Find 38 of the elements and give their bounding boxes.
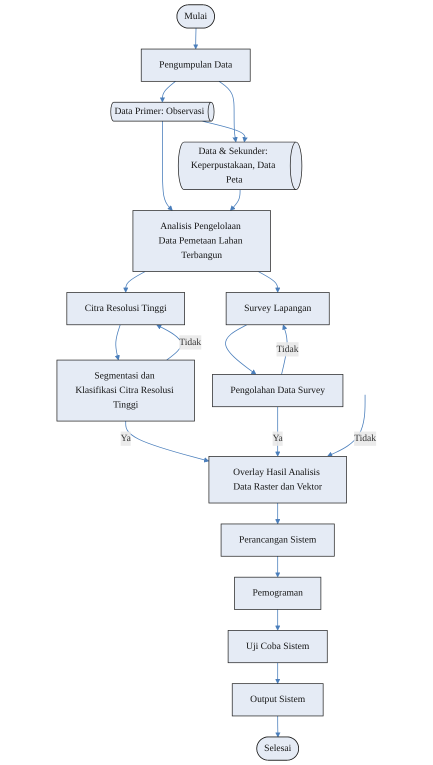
arrow [218, 80, 238, 142]
arrow [123, 271, 146, 293]
arrow [327, 394, 366, 457]
arrow [160, 80, 176, 103]
node-box: Uji Coba Sistem [228, 630, 328, 664]
node-box: Citra Resolusi Tinggi [66, 292, 185, 326]
arrow [202, 120, 248, 142]
node-box: Survey Lapangan [226, 292, 330, 326]
arrow [275, 662, 280, 684]
arrow [275, 502, 280, 524]
edge-label: Ya [120, 433, 131, 444]
arrow [230, 189, 240, 211]
node-box: Pengumpulan Data [140, 48, 251, 82]
arrow [275, 406, 280, 457]
arrow [114, 324, 121, 360]
node-box: Overlay Hasil Analisis Data Raster dan Vektor [208, 456, 347, 504]
edge-label: Tidak [179, 337, 202, 348]
node-box: Pengolahan Data Survey [212, 374, 344, 408]
arrow [275, 716, 280, 738]
arrow [125, 420, 210, 462]
arrow [162, 120, 173, 211]
node-text: Data & Sekunder: Keperpustakaan, Data Peta [190, 146, 276, 185]
node-box: Analisis Pengelolaan Data Pemetaan Lahan Terbangun [132, 210, 271, 272]
node-box: Perancangan Sistem [220, 524, 335, 557]
node-box: Segmentasi dan Klasifikasi Citra Resolusi Tinggi [56, 360, 195, 422]
edge-label: Tidak [354, 433, 376, 444]
arrow [193, 28, 198, 50]
edge-label: Ya [272, 433, 283, 444]
arrow [275, 609, 280, 631]
arrow [225, 324, 256, 375]
arrow [281, 324, 288, 375]
node-box: Output Sistem [232, 683, 324, 716]
arrow [258, 271, 280, 293]
arrow [156, 324, 182, 360]
edge-label: Tidak [276, 344, 299, 354]
arrow [275, 556, 280, 578]
node-box: Pemograman [234, 576, 322, 610]
node-text: Data Primer: Observasi [114, 106, 204, 116]
